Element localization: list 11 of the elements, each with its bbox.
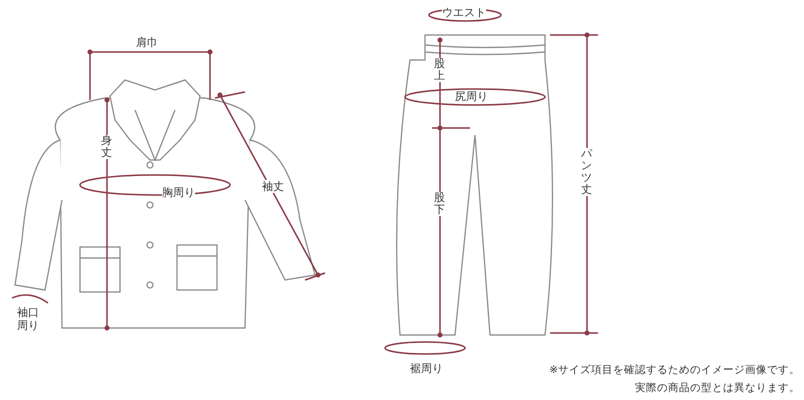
measurement-label: パンツ丈 (581, 148, 592, 196)
measurement-label: 袖丈 (262, 180, 284, 194)
measurement-label: ウエスト (442, 6, 486, 20)
measurement-label: 股下 (434, 192, 445, 216)
measurement-label: 股上 (434, 58, 445, 82)
measurement-label: 尻周り (455, 90, 488, 104)
measurement-label: 肩巾 (136, 36, 158, 50)
measurement-label: 袖口周り (16, 306, 40, 332)
measurement-label: 胸周り (162, 186, 195, 200)
measurement-label: 裾周り (410, 362, 443, 376)
measurement-label: 身丈 (101, 135, 112, 160)
